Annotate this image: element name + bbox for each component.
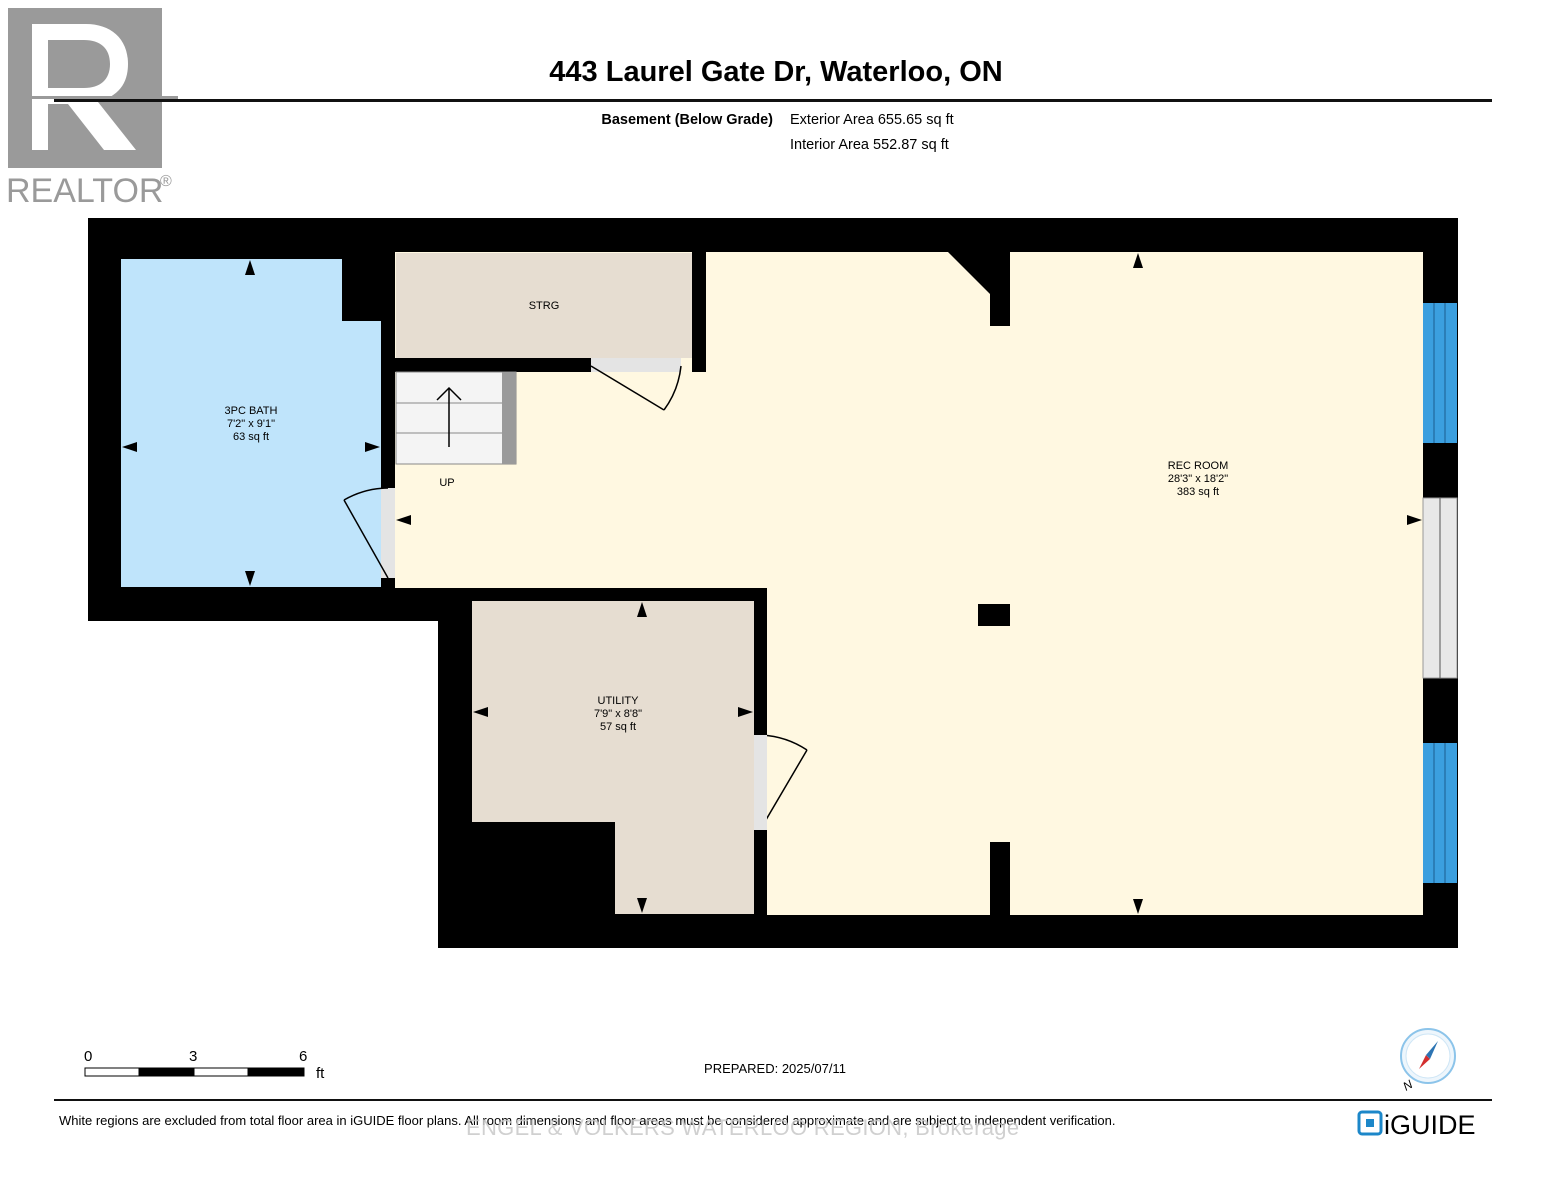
bath-name: 3PC BATH — [225, 405, 278, 417]
interior-area: Interior Area 552.87 sq ft — [790, 137, 949, 153]
footer-divider — [54, 1099, 1492, 1101]
utility-dims: 7'9" x 8'8" — [594, 708, 642, 720]
storage-room — [396, 253, 692, 358]
dimension-arrows — [122, 253, 1422, 914]
stairs-label: UP — [439, 477, 454, 489]
svg-text:0: 0 — [84, 1048, 92, 1065]
windows — [1422, 303, 1458, 883]
svg-text:3: 3 — [189, 1048, 197, 1065]
svg-text:iGUIDE: iGUIDE — [1384, 1110, 1476, 1140]
level-name: Basement (Below Grade) — [601, 112, 773, 128]
page-title: 443 Laurel Gate Dr, Waterloo, ON — [549, 56, 1003, 88]
rec-dims: 28'3" x 18'2" — [1168, 473, 1228, 485]
realtor-logo: REALTOR ® — [6, 8, 178, 210]
iguide-logo: iGUIDE — [1357, 1110, 1476, 1140]
rec-area: 383 sq ft — [1177, 486, 1219, 498]
compass-icon: N — [1400, 1028, 1456, 1094]
utility-area: 57 sq ft — [600, 721, 636, 733]
rec-name: REC ROOM — [1168, 460, 1229, 472]
svg-text:®: ® — [160, 173, 172, 190]
storage-name: STRG — [529, 300, 560, 312]
bath-dims: 7'2" x 9'1" — [227, 418, 275, 430]
scale-bar: 0 3 6 ft — [84, 1048, 325, 1082]
disclaimer: White regions are excluded from total fl… — [59, 1113, 1116, 1128]
svg-text:6: 6 — [299, 1048, 307, 1065]
stairs — [395, 371, 517, 465]
realtor-logo-text: REALTOR — [6, 172, 163, 210]
bath-area: 63 sq ft — [233, 431, 269, 443]
support-column — [978, 604, 1010, 626]
exterior-area: Exterior Area 655.65 sq ft — [790, 112, 954, 128]
svg-text:ft: ft — [316, 1065, 325, 1082]
rec-room — [395, 252, 1423, 915]
utility-name: UTILITY — [598, 695, 640, 707]
bath-room — [121, 259, 381, 587]
utility-room — [472, 601, 754, 914]
prepared-date: PREPARED: 2025/07/11 — [704, 1061, 846, 1076]
title-divider — [54, 99, 1492, 102]
brokerage-watermark: ENGEL & VOLKERS WATERLOO REGION, Brokera… — [466, 1115, 1020, 1140]
